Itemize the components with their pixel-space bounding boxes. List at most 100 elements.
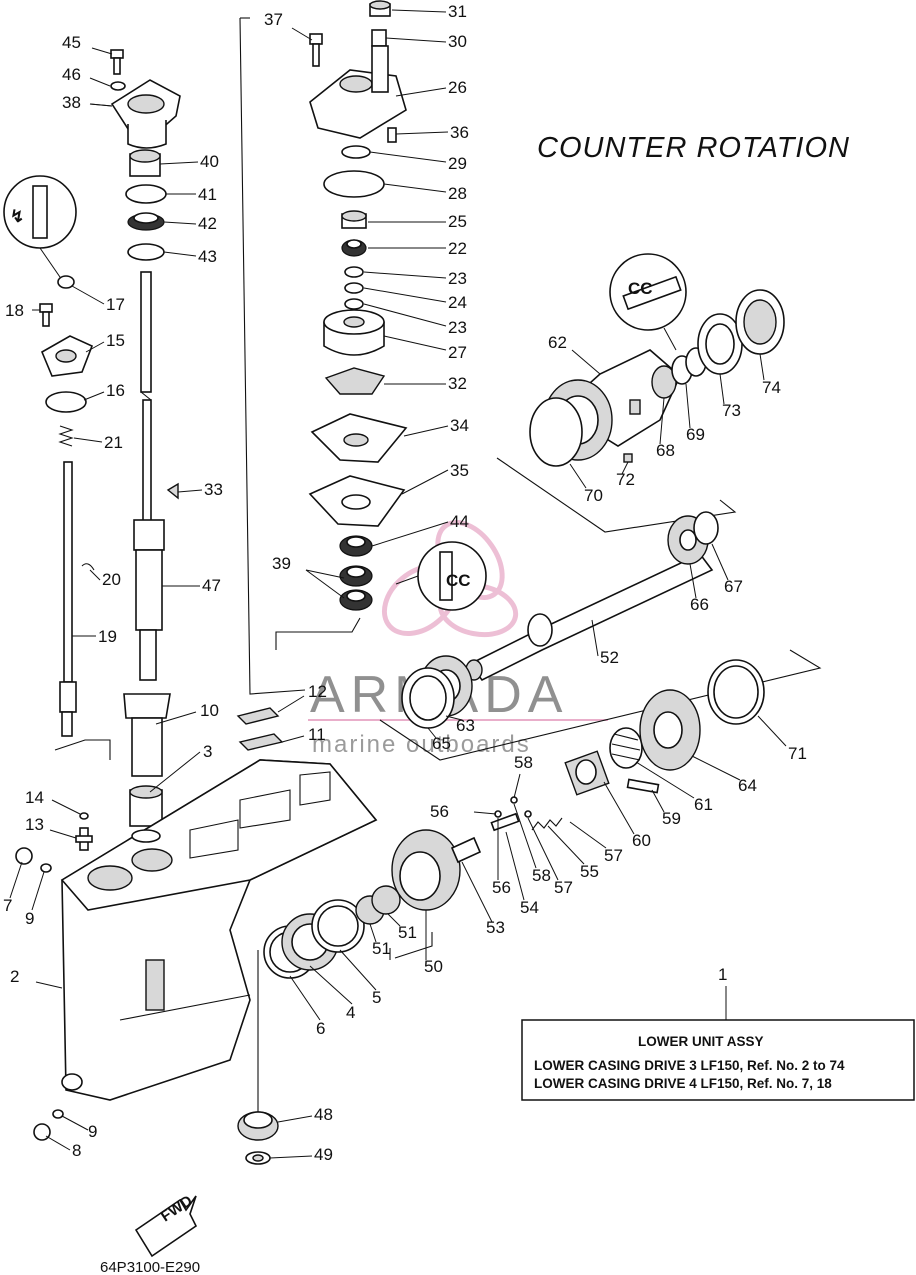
part-74-ring-nut	[735, 289, 785, 355]
part-number-label: 9	[88, 1122, 97, 1141]
leader-line	[371, 521, 449, 547]
part-number-label: 41	[198, 185, 217, 204]
part-28-gasket	[323, 170, 385, 198]
leader-line	[89, 103, 113, 107]
leader-line	[473, 811, 497, 815]
part-38-housing	[110, 79, 181, 149]
part-number-label: 68	[656, 441, 675, 460]
forward-arrow-icon: FWD	[134, 1192, 198, 1258]
part-41-washer	[125, 184, 167, 204]
leader-line	[395, 131, 449, 135]
leader-line	[689, 563, 697, 599]
leader-line	[385, 37, 447, 43]
part-number-label: 20	[102, 570, 121, 589]
part-number-label: 37	[264, 10, 283, 29]
part-42-seal	[127, 212, 165, 231]
locking-agent-icon: CC	[446, 571, 471, 590]
leader-line	[691, 755, 741, 781]
part-number-label: 58	[514, 753, 533, 772]
leader-line	[363, 287, 447, 303]
part-51-bearing-b	[371, 885, 401, 915]
part-37-bolt	[309, 33, 323, 67]
part-number-label: 18	[5, 301, 24, 320]
part-number-label: 27	[448, 343, 467, 362]
leader-line	[383, 335, 447, 351]
part-30-bushing	[371, 29, 387, 47]
part-29-oring	[341, 145, 371, 159]
part-35-gasket	[308, 475, 406, 527]
part-number-label: 57	[604, 846, 623, 865]
locking-agent-callout-upper: CC	[609, 253, 687, 351]
part-3-bushing	[129, 785, 163, 827]
leader-line	[177, 489, 203, 493]
part-7-plug	[15, 847, 33, 865]
part-number-label: 11	[308, 725, 326, 744]
part-number-label: 65	[432, 734, 451, 753]
part-59-pin	[626, 778, 660, 794]
part-number-label: 63	[456, 716, 475, 735]
part-number-label: 10	[200, 701, 219, 720]
part-71-shim	[707, 659, 765, 725]
part-32-impeller	[324, 367, 386, 395]
leader-line	[51, 799, 81, 815]
part-number-label: 31	[448, 2, 467, 21]
leader-line	[685, 383, 691, 429]
part-labels: 2345678991011121314151617181920212223232…	[3, 2, 807, 1164]
leader-line	[569, 821, 607, 849]
part-16-oring	[45, 391, 87, 413]
leader-line	[91, 47, 113, 55]
part-24-washer	[344, 282, 364, 294]
part-43-oring	[127, 243, 165, 261]
part-number-label: 47	[202, 576, 221, 595]
leader-line	[369, 151, 447, 163]
leader-line	[289, 975, 321, 1021]
part-number-label: 32	[448, 374, 467, 393]
part-number-label: 9	[25, 909, 34, 928]
part-70-oring	[529, 397, 583, 467]
leader-line	[71, 285, 105, 305]
leader-line	[31, 871, 45, 911]
part-number-label: 70	[584, 486, 603, 505]
part-36-pin	[387, 127, 397, 143]
part-number-label: 26	[448, 78, 467, 97]
leader-line	[305, 569, 345, 599]
leader-line	[591, 619, 599, 657]
diagram-title: COUNTER ROTATION	[537, 132, 850, 164]
part-number-label: 23	[448, 269, 467, 288]
part-number-label: 48	[314, 1105, 333, 1124]
part-52-propeller-shaft	[465, 552, 714, 682]
part-number-label: 49	[314, 1145, 333, 1164]
part-12-plate	[236, 707, 280, 725]
part-number-label: 15	[106, 331, 125, 350]
part-number-label: 21	[104, 433, 123, 452]
part-number-label: 56	[430, 802, 449, 821]
leader-line	[395, 87, 447, 97]
leader-line	[85, 341, 105, 353]
part-number-label: 6	[316, 1019, 325, 1038]
leader-line	[339, 949, 377, 991]
info-box-ref: 1	[718, 965, 727, 984]
part-number-label: 45	[62, 33, 81, 52]
leader-line	[387, 913, 401, 927]
part-53-shift-plunger	[450, 836, 482, 864]
part-5-race	[311, 899, 365, 953]
leader-line	[401, 469, 449, 495]
part-number-label: 52	[600, 648, 619, 667]
part-number-label: 55	[580, 862, 599, 881]
leader-line	[391, 9, 447, 13]
part-34-plate	[310, 413, 408, 463]
leader-line	[305, 569, 345, 579]
part-23-washer-a	[344, 266, 364, 278]
part-number-label: 46	[62, 65, 81, 84]
part-number-label: 72	[616, 470, 635, 489]
assembly-frame-lines	[54, 17, 822, 1112]
part-number-label: 73	[722, 401, 741, 420]
leader-line	[45, 1135, 71, 1151]
part-number-label: 23	[448, 318, 467, 337]
part-65-race	[401, 667, 455, 729]
leader-line	[757, 715, 787, 747]
part-number-label: 35	[450, 461, 469, 480]
part-number-label: 25	[448, 212, 467, 231]
part-40-bearing	[129, 149, 161, 177]
